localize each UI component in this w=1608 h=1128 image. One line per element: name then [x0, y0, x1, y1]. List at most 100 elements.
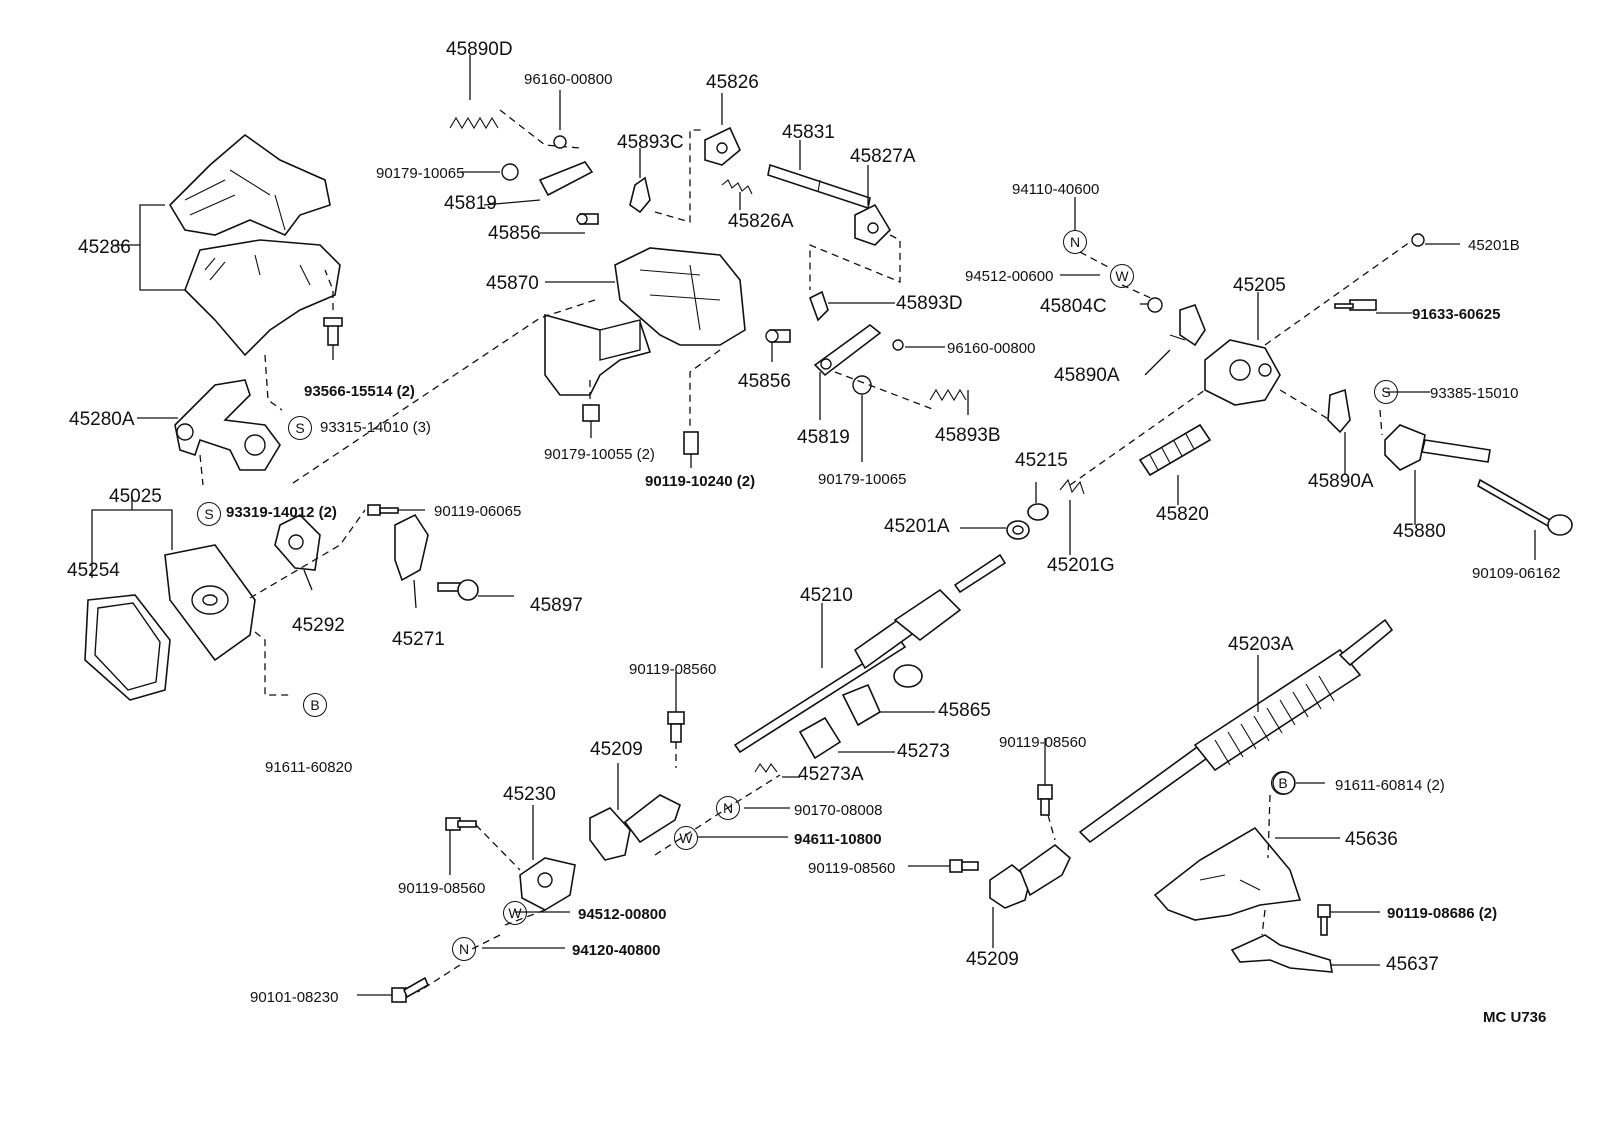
lever-45819-top	[538, 161, 594, 197]
label-45201a: 45201A	[884, 516, 950, 537]
label-90119-08686: 90119-08686 (2)	[1387, 905, 1498, 922]
label-90119-08560-d: 90119-08560	[398, 880, 486, 897]
label-90119-08560-c: 90119-08560	[808, 860, 896, 877]
label-90179-10055: 90179-10055 (2)	[544, 446, 655, 463]
symbol-s: S	[288, 416, 312, 440]
bracket-45637	[1230, 934, 1333, 973]
cover-plate-45025	[164, 544, 256, 662]
symbol-n: N	[452, 937, 476, 961]
nut-96160-top	[553, 135, 567, 149]
spring-45890d	[449, 116, 499, 130]
lever-45890a-lower	[1327, 388, 1351, 434]
label-45280a: 45280A	[69, 409, 135, 430]
label-45205: 45205	[1233, 275, 1286, 296]
symbol-b: B	[303, 693, 327, 717]
symbol-s: S	[197, 502, 221, 526]
label-45856-a: 45856	[488, 223, 541, 244]
washer-45804c	[1147, 297, 1163, 313]
bracket-45271	[394, 513, 429, 582]
clip-45273a	[754, 763, 778, 773]
bolt-90179-10055	[582, 404, 600, 422]
label-45897: 45897	[530, 595, 583, 616]
housing-45205	[1204, 339, 1281, 406]
plate-45827a	[854, 203, 892, 246]
spring-45826a	[721, 179, 753, 195]
column-housing-45870	[544, 247, 746, 396]
label-45856-b: 45856	[738, 371, 791, 392]
bolt-90179-top	[501, 163, 519, 181]
stop-45856-top	[576, 213, 599, 225]
symbol-n: N	[716, 796, 740, 820]
label-45870: 45870	[486, 273, 539, 294]
symbol-s: S	[1374, 380, 1398, 404]
label-94120-40800: 94120-40800	[572, 942, 661, 959]
diagram-code: MC U736	[1483, 1009, 1547, 1026]
label-45215: 45215	[1015, 450, 1068, 471]
bolt-90101	[391, 976, 430, 1003]
bolt-90119-08686	[1317, 904, 1331, 936]
bolt-91633	[1334, 299, 1377, 311]
label-45203a: 45203A	[1228, 634, 1294, 655]
column-cover-lower	[184, 239, 341, 357]
symbol-w: W	[674, 826, 698, 850]
label-45286: 45286	[78, 237, 131, 258]
label-94611-10800: 94611-10800	[794, 831, 882, 848]
bolt-90119-lower-a	[1037, 784, 1053, 816]
label-45890a-b: 45890A	[1308, 471, 1374, 492]
label-45890a-a: 45890A	[1054, 365, 1120, 386]
label-94512-00600: 94512-00600	[965, 268, 1054, 285]
stop-45856-mid	[765, 329, 791, 343]
symbol-n: N	[1063, 230, 1087, 254]
label-45827a: 45827A	[850, 146, 916, 167]
shaft-45831	[767, 163, 871, 210]
column-cover-upper	[168, 133, 331, 236]
label-90170-08008: 90170-08008	[794, 802, 883, 819]
label-45209-a: 45209	[590, 739, 643, 760]
pawl-45893c	[629, 176, 651, 214]
label-45209-b: 45209	[966, 949, 1019, 970]
label-90119-08560-a: 90119-08560	[629, 661, 717, 678]
label-45880: 45880	[1393, 521, 1446, 542]
bracket-45286	[139, 204, 185, 291]
bolt-90119-lower-b	[949, 859, 979, 873]
label-45254: 45254	[67, 560, 120, 581]
protector-45636	[1153, 826, 1302, 921]
label-91633-60625: 91633-60625	[1412, 306, 1501, 323]
symbol-w: W	[503, 901, 527, 925]
label-45025: 45025	[109, 486, 162, 507]
symbol-b: B	[1271, 771, 1295, 795]
label-91611-60820: 91611-60820	[265, 759, 353, 776]
label-90119-08560-b: 90119-08560	[999, 734, 1087, 751]
shaft-45210	[733, 553, 1007, 754]
label-90179-10065-b: 90179-10065	[818, 471, 907, 488]
label-94110-40600: 94110-40600	[1012, 181, 1100, 198]
plate-45826	[704, 126, 741, 166]
label-93315-14010: 93315-14010 (3)	[320, 419, 431, 436]
label-96160-00800-b: 96160-00800	[947, 340, 1036, 357]
label-93385-15010: 93385-15010	[1430, 385, 1519, 402]
label-45865: 45865	[938, 700, 991, 721]
clip-45201b	[1411, 233, 1425, 247]
label-45826a: 45826A	[728, 211, 794, 232]
label-93319-14012: 93319-14012 (2)	[226, 504, 337, 521]
bracket-45280a	[174, 379, 281, 471]
label-45804c: 45804C	[1040, 296, 1107, 317]
bushing-45215	[1027, 503, 1049, 521]
label-45819-a: 45819	[444, 193, 497, 214]
label-45271: 45271	[392, 629, 445, 650]
label-45292: 45292	[292, 615, 345, 636]
label-45637: 45637	[1386, 954, 1439, 975]
label-45893c: 45893C	[617, 132, 684, 153]
label-45893b: 45893B	[935, 425, 1001, 446]
bushing-45865b	[841, 683, 882, 727]
label-90179-10065-a: 90179-10065	[376, 165, 465, 182]
label-45826: 45826	[706, 72, 759, 93]
shaft-45203a	[1078, 618, 1394, 844]
nut-96160-mid	[892, 339, 904, 351]
bolt-90119-coupling	[445, 817, 477, 831]
bolt-90119-06065	[367, 504, 399, 516]
symbol-w: W	[1110, 264, 1134, 288]
pin-45897	[437, 579, 479, 601]
tilt-lever-45880	[1384, 424, 1491, 471]
label-45820: 45820	[1156, 504, 1209, 525]
